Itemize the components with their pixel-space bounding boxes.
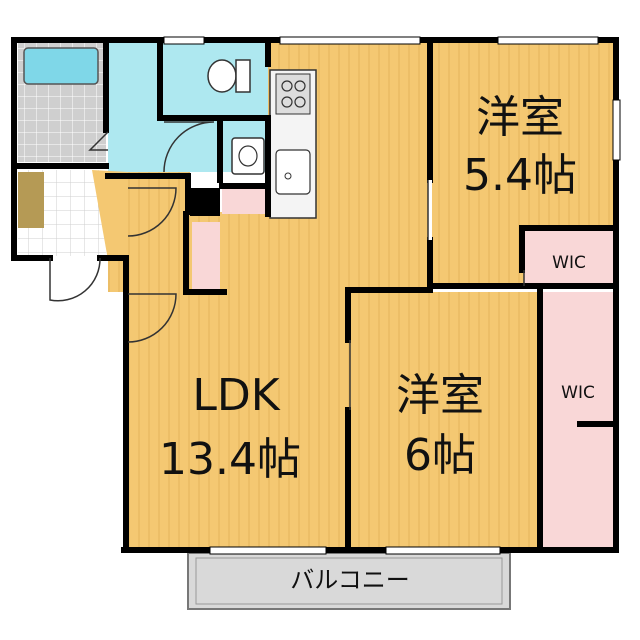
wic-2-area: [540, 292, 614, 548]
western-room-2-name: 洋室: [396, 370, 484, 421]
windows: [163, 36, 621, 555]
stove-icon: [275, 73, 311, 115]
balcony-label: バルコニー: [290, 566, 410, 594]
wic-2-label: WIC: [561, 383, 595, 403]
sink-icon: [275, 149, 311, 195]
shoe-box: [18, 172, 44, 228]
wall-block: [190, 188, 220, 216]
ldk-size: 13.4帖: [159, 434, 301, 485]
doors: [49, 121, 525, 410]
western-room-1-size: 5.4帖: [463, 150, 577, 201]
western-room-2-size: 6帖: [404, 430, 476, 481]
closet-area-2: [222, 188, 266, 214]
ldk-name: LDK: [192, 370, 280, 421]
balcony: [187, 552, 511, 610]
entry-step: [92, 170, 128, 260]
toilet-icon: [207, 59, 237, 93]
wic-1-area: [524, 230, 614, 288]
bathtub: [23, 47, 99, 85]
closet-area: [192, 222, 220, 292]
wic-1-label: WIC: [552, 253, 586, 273]
western-room-2-floor: [348, 292, 540, 548]
western-room-1-name: 洋室: [476, 92, 564, 143]
wash-basin-icon: [231, 137, 265, 175]
